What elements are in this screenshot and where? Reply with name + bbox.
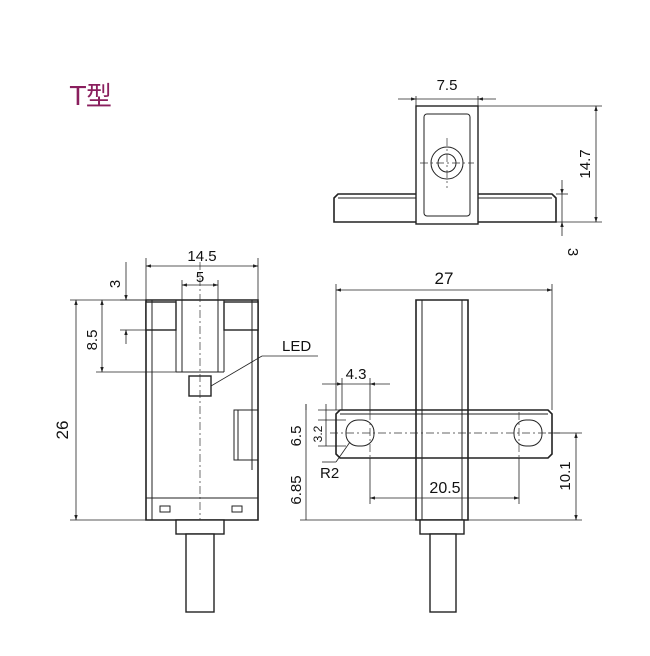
dim-side-hole-dia: 3.2 [311, 425, 325, 442]
top-view: 7.5 14.7 3 [333, 77, 602, 256]
dim-front-slot: 5 [196, 269, 204, 286]
dim-front-depth: 8.5 [84, 330, 101, 351]
dim-front-top: 3 [107, 280, 124, 288]
dim-side-hole-pitch: 20.5 [429, 480, 460, 497]
side-view: 27 4.3 6.5 3.2 6.85 R2 20.5 10.1 [288, 269, 582, 613]
front-view: 14.5 5 3 8.5 26 LED [53, 248, 318, 613]
dim-top-height: 14.7 [577, 149, 594, 178]
dim-front-height: 26 [53, 421, 72, 440]
dim-side-length: 27 [435, 269, 454, 288]
dim-top-width: 7.5 [437, 77, 458, 94]
dim-side-hole-upper: 6.5 [288, 426, 305, 447]
dim-side-hole-lower: 6.85 [288, 475, 305, 504]
dim-top-flange: 3 [564, 248, 581, 256]
dim-front-width: 14.5 [187, 248, 216, 265]
dim-side-hole-x: 4.3 [346, 366, 367, 383]
model-title: T型 [70, 82, 112, 112]
led-label: LED [282, 338, 311, 355]
dim-side-flange-height: 10.1 [557, 461, 574, 490]
radius-label: R2 [320, 465, 339, 482]
